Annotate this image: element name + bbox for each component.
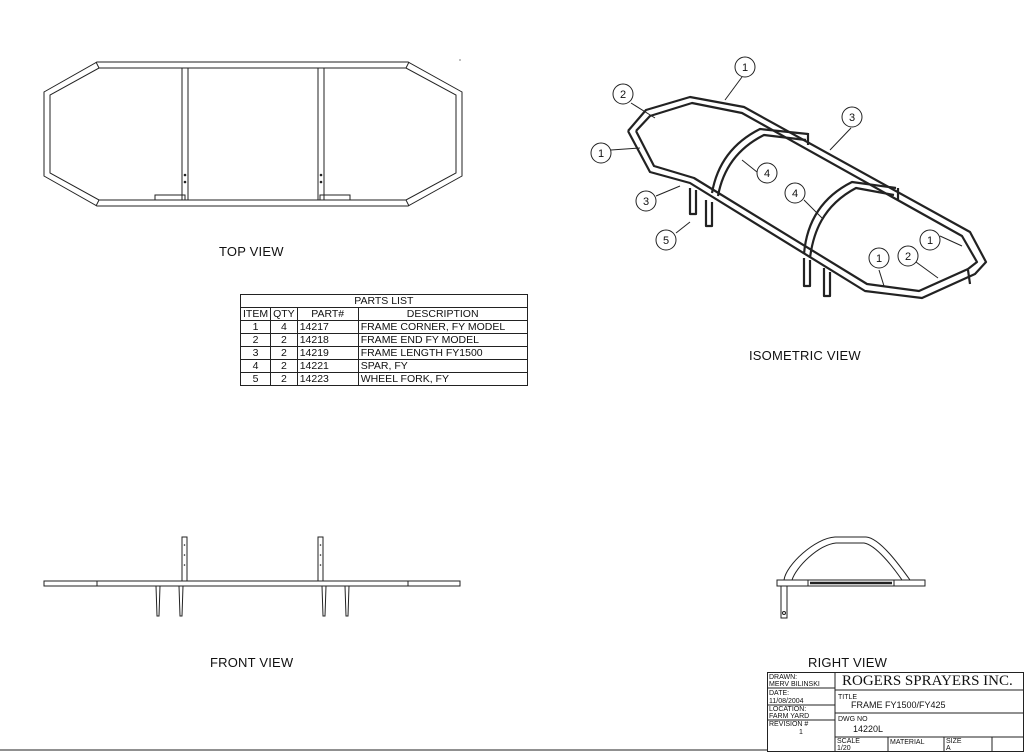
balloon-1c: 1: [927, 235, 933, 247]
balloon-2b: 2: [905, 251, 911, 263]
location-value: FARM YARD: [769, 713, 810, 720]
date-label: DATE:: [769, 690, 790, 697]
material-label: MATERIAL: [890, 739, 925, 746]
drawn-label: DRAWN:: [769, 674, 798, 681]
description-cell: FRAME CORNER, FY MODEL: [357, 320, 528, 334]
title-label: TITLE: [838, 694, 858, 701]
date-value: 11/08/2004: [769, 698, 804, 705]
item-cell: 4: [239, 359, 272, 373]
table-row: 1 4 14217 FRAME CORNER, FY MODEL: [239, 320, 528, 334]
scale-label: SCALE: [837, 738, 860, 745]
col-header: PART#: [296, 307, 359, 321]
scale-value: 1/20: [837, 745, 851, 752]
table-row: 5 2 14223 WHEEL FORK, FY: [239, 372, 528, 386]
size-label: SIZE: [946, 738, 962, 745]
top-view-label: TOP VIEW: [219, 244, 284, 259]
balloon-1b: 1: [598, 148, 604, 160]
col-header: ITEM: [239, 307, 272, 321]
dwg-no-value: 14220L: [853, 724, 884, 734]
front-view-label: FRONT VIEW: [210, 655, 294, 670]
balloon-4b: 4: [792, 188, 798, 200]
drawing-title: FRAME FY1500/FY425: [851, 700, 946, 710]
part-cell: 14218: [296, 333, 359, 347]
item-cell: 5: [239, 372, 272, 386]
revision-value: 1: [799, 729, 803, 736]
size-value: A: [946, 745, 951, 752]
balloon-2a: 2: [620, 89, 626, 101]
right-view-label: RIGHT VIEW: [808, 655, 888, 670]
balloon-3a: 3: [643, 196, 649, 208]
part-cell: 14223: [296, 372, 359, 386]
balloon-1a: 1: [742, 62, 748, 74]
parts-list-table: PARTS LIST ITEM QTY PART# DESCRIPTION 1 …: [239, 294, 528, 386]
table-row: 4 2 14221 SPAR, FY: [239, 359, 528, 373]
title-block: DRAWN: MERV BILINSKI DATE: 11/08/2004 LO…: [767, 672, 1024, 752]
balloon-1d: 1: [876, 253, 882, 265]
balloon-3b: 3: [849, 112, 855, 124]
isometric-view-label: ISOMETRIC VIEW: [749, 348, 861, 363]
balloon-5: 5: [663, 235, 669, 247]
description-cell: WHEEL FORK, FY: [357, 372, 528, 386]
company-name: ROGERS SPRAYERS INC.: [842, 673, 1013, 689]
revision-label: REVISION #: [769, 721, 809, 728]
balloon-4a: 4: [764, 168, 770, 180]
drawn-by-value: MERV BILINSKI: [769, 681, 820, 688]
table-row: 2 2 14218 FRAME END FY MODEL: [239, 333, 528, 347]
location-label: LOCATION:: [769, 706, 807, 713]
dwg-no-label: DWG NO: [838, 716, 868, 723]
